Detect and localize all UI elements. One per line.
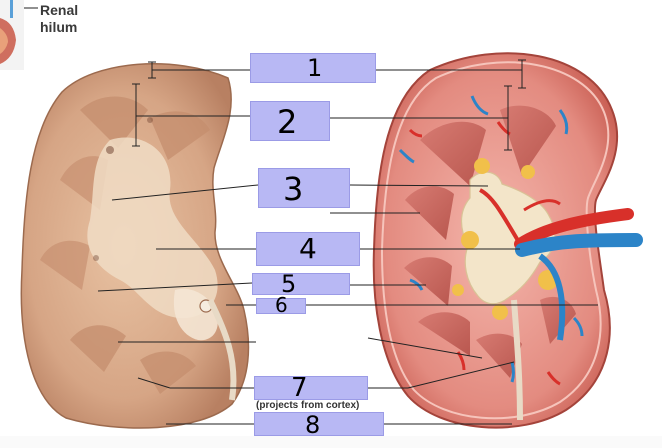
label-number-7: 7	[291, 373, 308, 403]
label-box-7[interactable]: 7	[254, 373, 368, 403]
label-box-2[interactable]: 2	[250, 101, 330, 141]
label-number-3: 3	[283, 170, 304, 208]
label-box-8[interactable]: 8	[254, 411, 384, 439]
leader-lines	[97, 59, 598, 425]
label-box-1[interactable]: 1	[250, 53, 376, 83]
inset-kidney-thumbnail	[0, 0, 38, 70]
label-number-6: 6	[275, 293, 288, 317]
label-number-8: 8	[305, 411, 321, 439]
illustrated-kidney	[372, 52, 643, 429]
renal-hilum-line2: hilum	[40, 19, 78, 35]
label-number-5: 5	[281, 270, 297, 298]
label-number-4: 4	[299, 232, 317, 265]
dissected-kidney	[20, 63, 250, 429]
label-box-6[interactable]: 6	[256, 293, 306, 317]
label-7-note: (projects from cortex)	[256, 400, 360, 411]
cropped-caption-strip	[0, 436, 662, 448]
renal-hilum-line1: Renal	[40, 2, 79, 18]
label-box-3[interactable]: 3	[258, 168, 350, 208]
label-box-4[interactable]: 4	[256, 232, 360, 266]
label-number-1: 1	[307, 54, 323, 82]
renal-hilum-label: Renal hilum	[40, 2, 78, 36]
label-box-5[interactable]: 5	[252, 270, 350, 298]
label-number-2: 2	[277, 103, 298, 141]
